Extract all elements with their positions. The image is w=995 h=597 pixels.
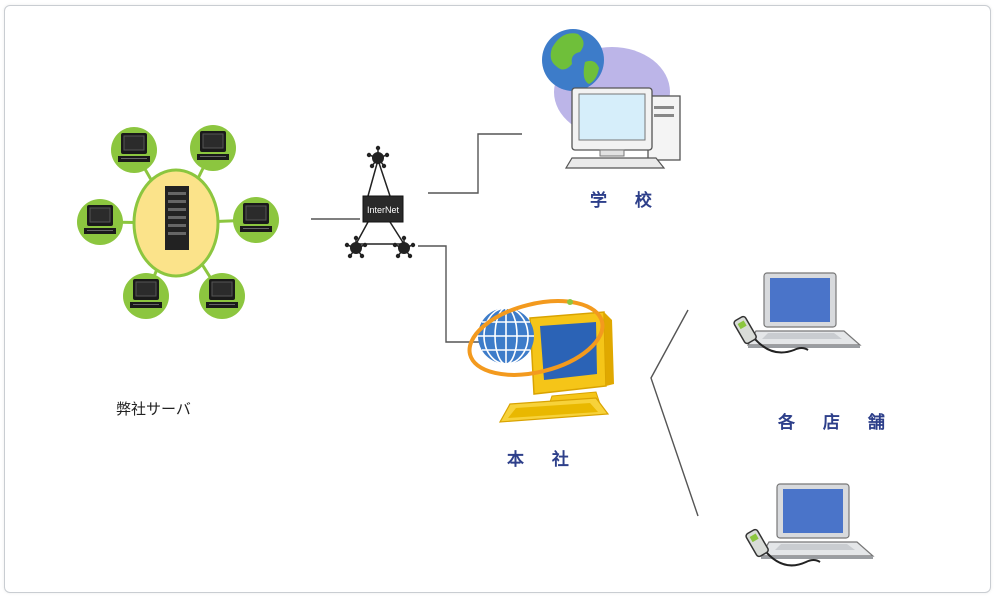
stores-label: 各 店 舗 <box>778 413 896 433</box>
server-icon <box>165 186 189 250</box>
globe-icon <box>478 307 534 365</box>
desktop-computer-icon <box>111 127 157 173</box>
mobile-phone-icon <box>744 527 771 559</box>
desktop-computer-icon <box>199 273 245 319</box>
desktop-computer-icon <box>190 125 236 171</box>
desktop-computer-icon <box>123 273 169 319</box>
store-node <box>732 272 861 354</box>
laptop-icon <box>747 272 861 349</box>
store-node <box>744 483 874 567</box>
network-hub-icon: InterNet <box>344 145 416 259</box>
desktop-computer-icon <box>77 199 123 245</box>
desktop-computer-icon <box>564 87 681 169</box>
server-label: 弊社サーバ <box>116 400 191 418</box>
desktop-computer-icon <box>233 197 279 243</box>
school-label: 学 校 <box>590 191 663 211</box>
server-cluster <box>77 125 279 319</box>
desktop-computer-icon <box>498 311 614 423</box>
mobile-phone-icon <box>732 314 759 346</box>
connection-lines <box>311 133 699 517</box>
headquarters-node <box>467 299 614 423</box>
headquarters-label: 本 社 <box>507 450 580 470</box>
internet-label: InterNet <box>367 205 400 215</box>
school-node <box>542 29 681 169</box>
globe-icon <box>542 29 604 91</box>
laptop-icon <box>760 483 874 560</box>
